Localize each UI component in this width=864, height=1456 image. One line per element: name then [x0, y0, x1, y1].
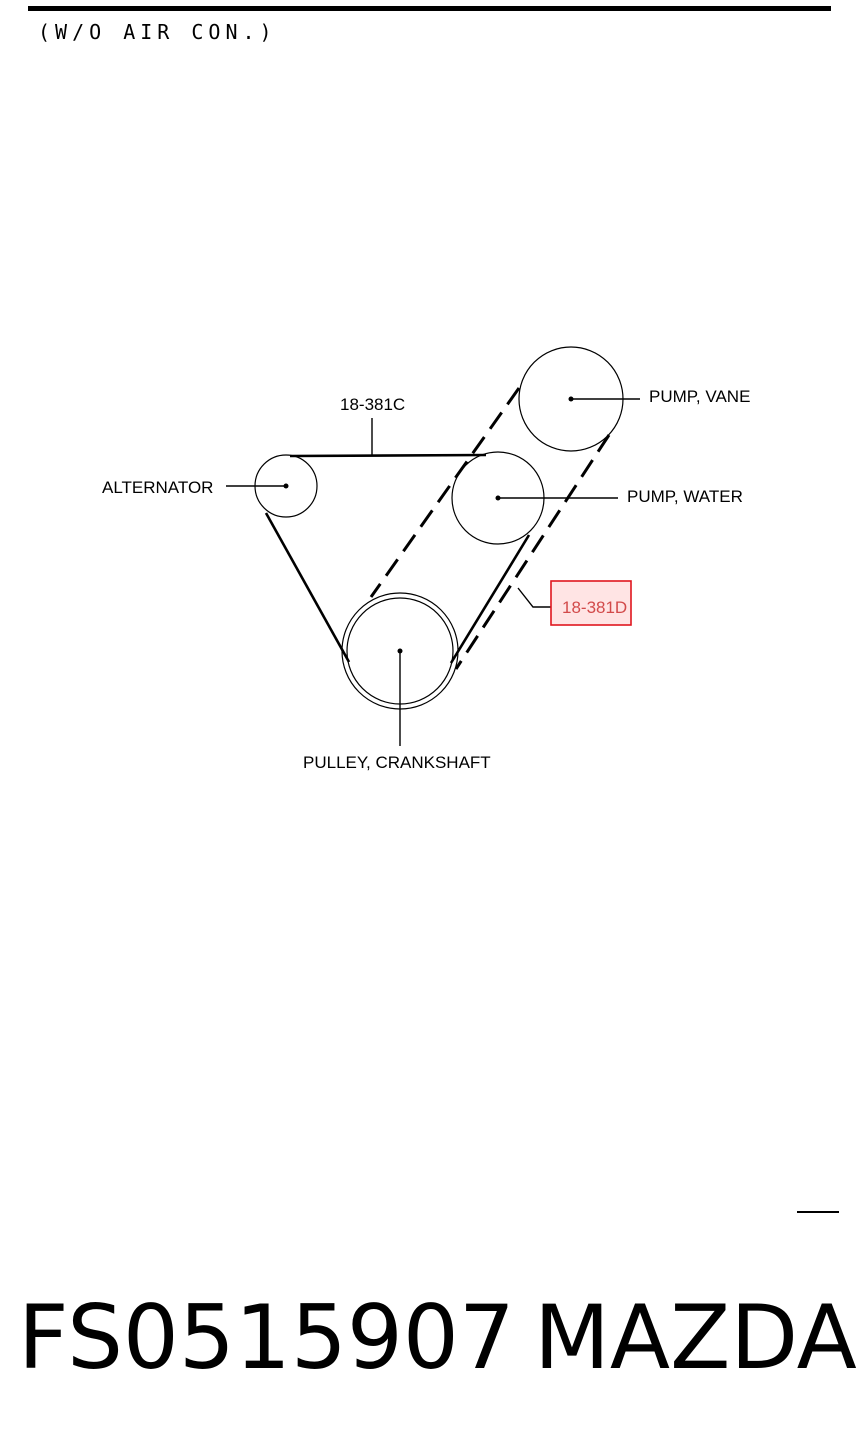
part-number: FS0515907	[18, 1286, 515, 1389]
crankshaft-pulley-label: PULLEY, CRANKSHAFT	[303, 753, 491, 772]
small-dash-mark	[797, 1211, 839, 1213]
brand-name: MAZDA	[534, 1286, 857, 1389]
vane-pump-label: PUMP, VANE	[649, 387, 750, 406]
belt-upper	[264, 453, 531, 664]
diagram-subtitle: (W/O AIR CON.)	[38, 20, 277, 44]
alternator-label: ALTERNATOR	[102, 478, 213, 497]
belt-lower	[369, 387, 611, 670]
leader-lines	[226, 398, 640, 746]
water-pump-label: PUMP, WATER	[627, 487, 743, 506]
belt-upper-label: 18-381C	[340, 395, 405, 414]
top-rule	[28, 6, 831, 11]
belt-lower-label: 18-381D	[562, 598, 627, 617]
highlight-box	[550, 580, 632, 626]
